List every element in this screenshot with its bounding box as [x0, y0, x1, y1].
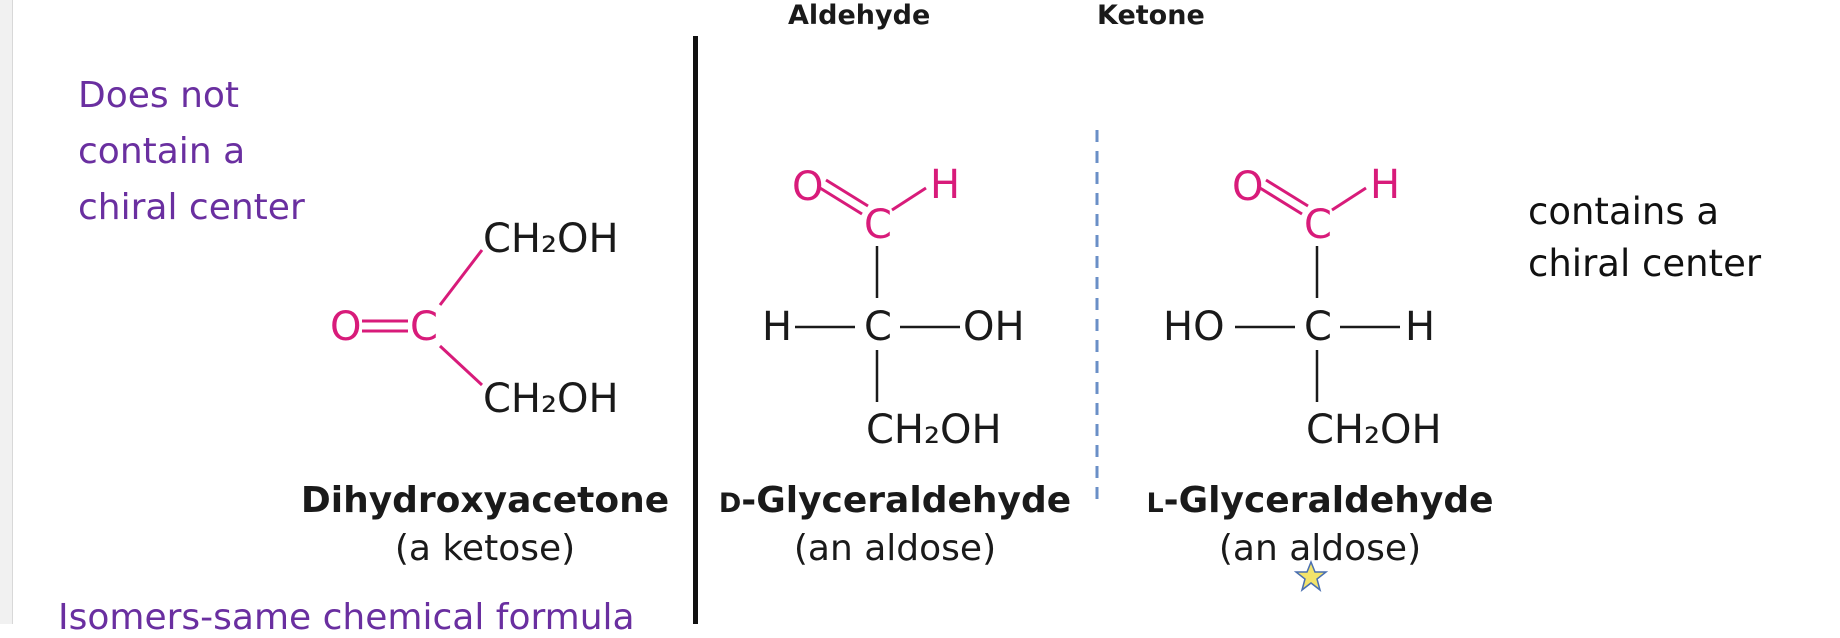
lgly-type: (an aldose) [1219, 528, 1421, 569]
right-note-line-2: chiral center [1528, 242, 1762, 285]
lgly-name: L-Glyceraldehyde [1146, 480, 1493, 521]
dha-name: Dihydroxyacetone [301, 480, 669, 521]
dha-ch2oh-bottom: CH₂OH [483, 376, 619, 422]
dihydroxyacetone-structure: O C CH₂OH CH₂OH Dihydroxyacetone (a keto… [301, 216, 669, 569]
dha-upper-bond [438, 249, 484, 306]
left-note-line-1: Does not [78, 75, 240, 116]
d-glyceraldehyde-structure: O C H H C OH CH₂OH D-Glyceraldehyde (an … [719, 162, 1071, 569]
dgly-double-bond-b [825, 178, 869, 208]
dgly-oh: OH [963, 304, 1025, 350]
dgly-double-bond-a [819, 186, 863, 216]
lgly-double-bond-a [1259, 186, 1303, 216]
lgly-ch-bond [1331, 186, 1367, 212]
dgly-oxygen: O [792, 164, 823, 210]
left-note-line-2: contain a [78, 131, 246, 172]
left-window-edge [0, 0, 13, 624]
structures-canvas: O C CH₂OH CH₂OH Dihydroxyacetone (a keto… [301, 130, 1494, 592]
lgly-oxygen: O [1232, 164, 1263, 210]
lgly-aldehyde-h: H [1370, 162, 1400, 208]
dgly-type: (an aldose) [794, 528, 996, 569]
right-note-line-1: contains a [1528, 190, 1720, 233]
dgly-ch-bond [891, 186, 927, 212]
left-note: Does not contain a chiral center [78, 68, 305, 236]
dha-ch2oh-top: CH₂OH [483, 216, 619, 262]
star-cursor-icon [1293, 559, 1329, 592]
aldehyde-header: Aldehyde [788, 0, 931, 31]
lgly-double-bond-b [1265, 178, 1309, 208]
dgly-chiral-carbon: C [864, 304, 892, 350]
dha-oxygen: O [330, 304, 361, 350]
dgly-carbonyl-carbon: C [864, 202, 892, 248]
lgly-ho: HO [1163, 304, 1225, 350]
lgly-chiral-carbon: C [1304, 304, 1332, 350]
l-glyceraldehyde-structure: O C H HO C H CH₂OH L-Glyceraldehyde (an … [1146, 162, 1493, 569]
dgly-name: D-Glyceraldehyde [719, 480, 1071, 521]
dgly-aldehyde-h: H [930, 162, 960, 208]
dgly-left-h: H [762, 304, 792, 350]
lgly-right-h: H [1405, 304, 1435, 350]
lgly-carbonyl-carbon: C [1304, 202, 1332, 248]
section-divider [693, 36, 698, 624]
dgly-ch2oh: CH₂OH [866, 407, 1002, 453]
dha-carbon: C [410, 304, 438, 350]
ketone-header: Ketone [1097, 0, 1205, 31]
dha-type: (a ketose) [395, 528, 575, 569]
lgly-ch2oh: CH₂OH [1306, 407, 1442, 453]
dha-lower-bond [438, 344, 484, 387]
right-note: contains a chiral center [1528, 186, 1761, 290]
left-note-line-3: chiral center [78, 187, 305, 228]
